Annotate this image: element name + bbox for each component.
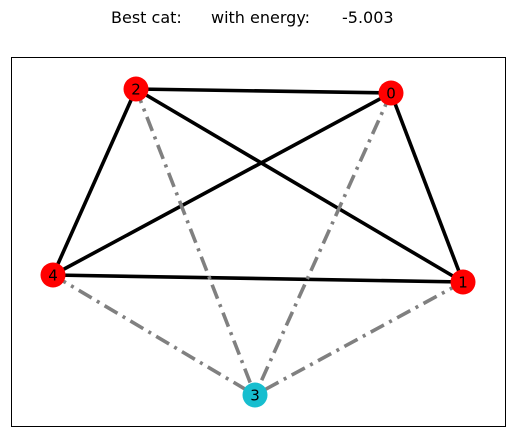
edge-2-3 — [134, 88, 257, 396]
node-1-circle — [450, 269, 476, 295]
title-middle: with energy: — [211, 8, 311, 27]
node-2: 2 — [123, 76, 149, 102]
node-1-label: 1 — [458, 274, 468, 292]
edge-2-1 — [135, 87, 464, 284]
node-0-label: 0 — [386, 85, 396, 103]
edge-2-0 — [135, 87, 392, 95]
edge-0-1 — [389, 92, 465, 283]
node-4: 4 — [40, 262, 66, 288]
node-3-label: 3 — [250, 387, 260, 405]
node-0-circle — [378, 80, 404, 106]
edges-layer — [51, 87, 465, 397]
node-4-label: 4 — [48, 267, 58, 285]
node-2-label: 2 — [131, 81, 141, 99]
node-3: 3 — [242, 382, 268, 408]
plot-title: Best cat: with energy: -5.003 — [0, 8, 515, 30]
node-2-circle — [123, 76, 149, 102]
title-prefix: Best cat: — [111, 8, 182, 27]
edge-0-3 — [253, 92, 393, 396]
edge-0-4 — [52, 91, 392, 277]
energy-value: -5.003 — [342, 8, 394, 27]
node-0: 0 — [378, 80, 404, 106]
edge-4-3 — [52, 273, 256, 397]
node-3-circle — [242, 382, 268, 408]
node-1: 1 — [450, 269, 476, 295]
node-4-circle — [40, 262, 66, 288]
edge-1-3 — [254, 280, 464, 397]
edge-4-1 — [52, 273, 464, 284]
edge-2-4 — [51, 88, 138, 276]
plot-frame — [11, 57, 506, 427]
nodes-layer: 0 1 2 3 4 — [40, 76, 476, 408]
